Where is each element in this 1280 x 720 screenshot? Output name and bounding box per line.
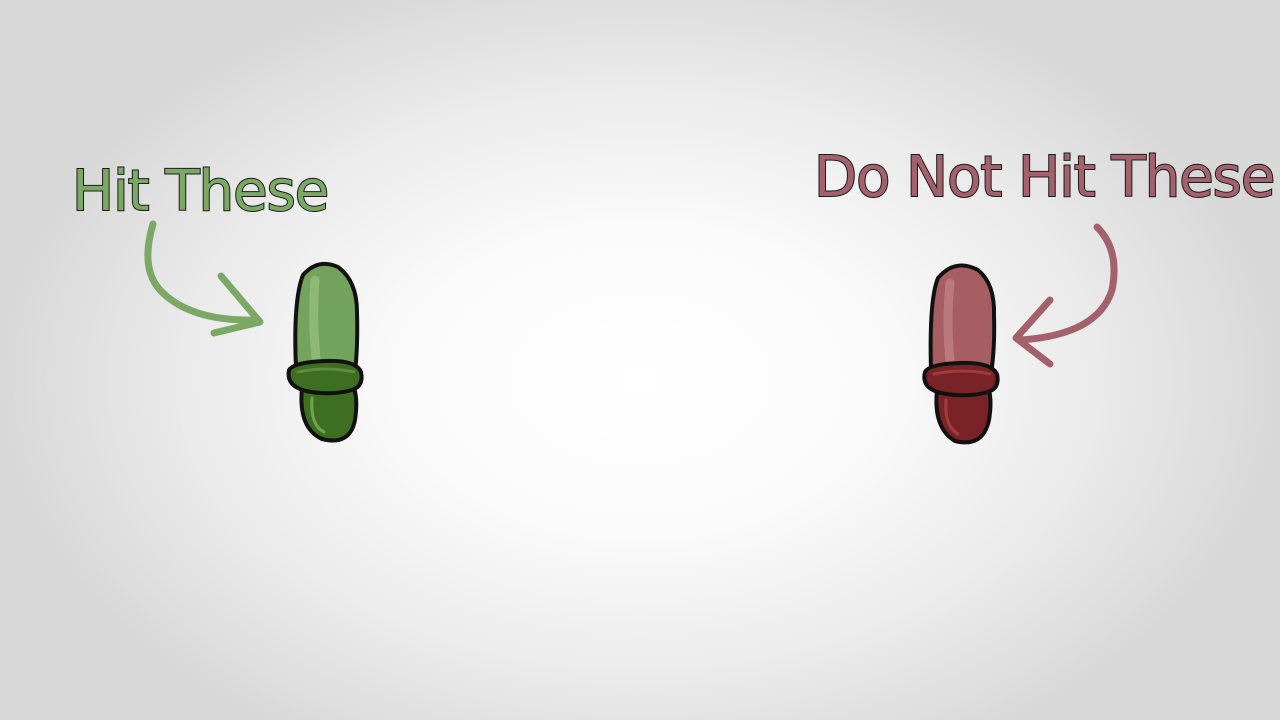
hit-these-label: Hit These bbox=[71, 159, 330, 224]
pickle-target-green-icon bbox=[286, 261, 364, 443]
curved-arrow-left-icon bbox=[1012, 223, 1118, 368]
do-not-hit-these-label: Do Not Hit These bbox=[813, 145, 1276, 210]
curved-arrow-right-icon bbox=[144, 220, 264, 337]
pickle-target-red-icon bbox=[922, 263, 1000, 445]
